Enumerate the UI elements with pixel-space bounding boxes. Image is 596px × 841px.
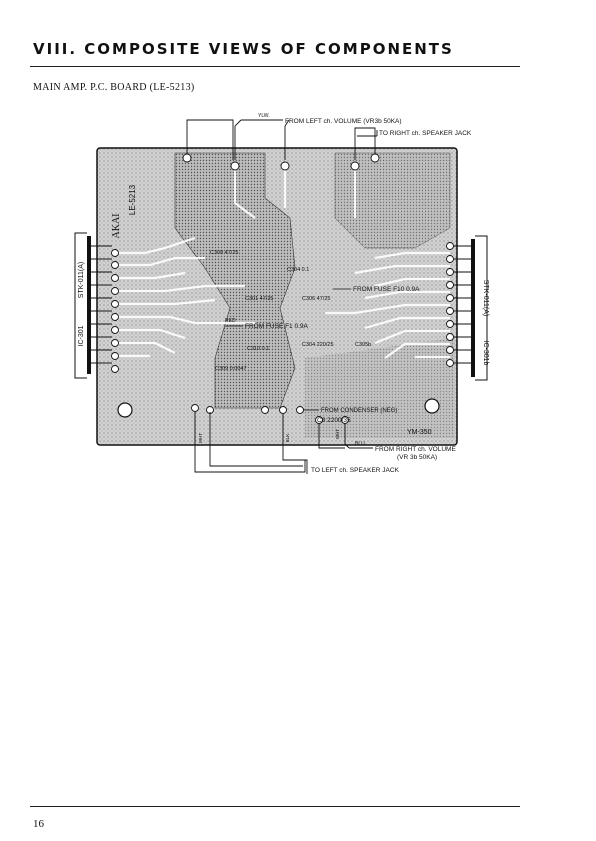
board-code: YM-350 <box>407 429 432 436</box>
wire-to-right-speaker <box>354 127 378 160</box>
label-to-left-speaker: TO LEFT ch. SPEAKER JACK <box>311 467 400 474</box>
component-labels: C304 0.1 C301 47/25 C306 47/25 C310 0.1 … <box>210 250 371 372</box>
wire-color-ylw-top: YLW. <box>258 113 270 119</box>
ic-right-ref: IC-301b <box>482 341 489 366</box>
ic-left: STK-011(A) IC-301 <box>74 232 112 379</box>
wire-to-left-speaker <box>194 412 308 474</box>
wire-color-wht-right: WHT <box>335 429 340 439</box>
board-mark-number: LE-5213 <box>128 184 137 215</box>
wire-color-red: RED <box>225 318 236 324</box>
ic-right-pins <box>446 242 454 367</box>
wire-color-wht-left: WHT <box>198 433 203 443</box>
traces <box>115 168 450 359</box>
component-label: C309 0.0047 <box>215 366 247 372</box>
ic-left-ref: IC-301 <box>78 325 85 346</box>
label-c8: C8 2200/35 <box>317 417 351 424</box>
ic-right-part: STK-011(A) <box>482 280 489 316</box>
ic-left-part: STK-011(A) <box>78 262 85 298</box>
section-heading: VIII. COMPOSITE VIEWS OF COMPONENTS <box>33 40 454 58</box>
label-from-fuse-f1: FROM FUSE F1 0.9A <box>245 323 309 330</box>
component-label: C306 47/25 <box>302 296 330 302</box>
ic-left-pins <box>111 249 119 373</box>
component-label: C310 0.1 <box>247 346 269 352</box>
pcb-diagram: STK-011(A) IC-301 STK-011(A) IC-301b AKA… <box>55 108 535 488</box>
label-from-right-volume: FROM RIGHT ch. VOLUME <box>375 446 456 453</box>
label-from-right-volume-2: (VR 3b 50KA) <box>397 454 437 461</box>
label-from-fuse-f10: FROM FUSE F10 0.9A <box>353 286 420 293</box>
board-title: MAIN AMP. P.C. BOARD (LE-5213) <box>33 82 195 93</box>
footer-rule <box>30 806 520 807</box>
copper-region-bottom <box>305 338 455 438</box>
board-mark-akai: AKAI <box>111 214 122 239</box>
component-label: C301 47/25 <box>245 296 273 302</box>
label-to-right-speaker: TO RIGHT ch. SPEAKER JACK <box>379 130 472 137</box>
label-from-left-volume: FROM LEFT ch. VOLUME (VR3b 50KA) <box>285 118 402 125</box>
wire-color-blu: BLU. <box>355 441 366 447</box>
mount-hole-right <box>424 398 440 414</box>
component-label: C304 0.1 <box>287 267 309 273</box>
label-from-condenser: FROM CONDENSER (NEG) <box>321 408 397 414</box>
mount-hole-left <box>117 402 133 418</box>
wire-from-left-volume <box>186 119 290 160</box>
top-pads <box>182 153 380 424</box>
ic-right: STK-011(A) IC-301b <box>453 235 489 381</box>
copper-region-right <box>334 152 451 249</box>
page-number: 16 <box>33 818 44 830</box>
wire-from-right-volume <box>318 424 373 449</box>
heading-rule <box>30 66 520 67</box>
copper-ground-plane <box>174 152 296 409</box>
component-label: C308 47/25 <box>210 250 238 256</box>
component-label: C304 220/25 <box>302 342 334 348</box>
wire-color-blk: BLK <box>285 434 290 443</box>
component-label: C305b <box>355 342 371 348</box>
